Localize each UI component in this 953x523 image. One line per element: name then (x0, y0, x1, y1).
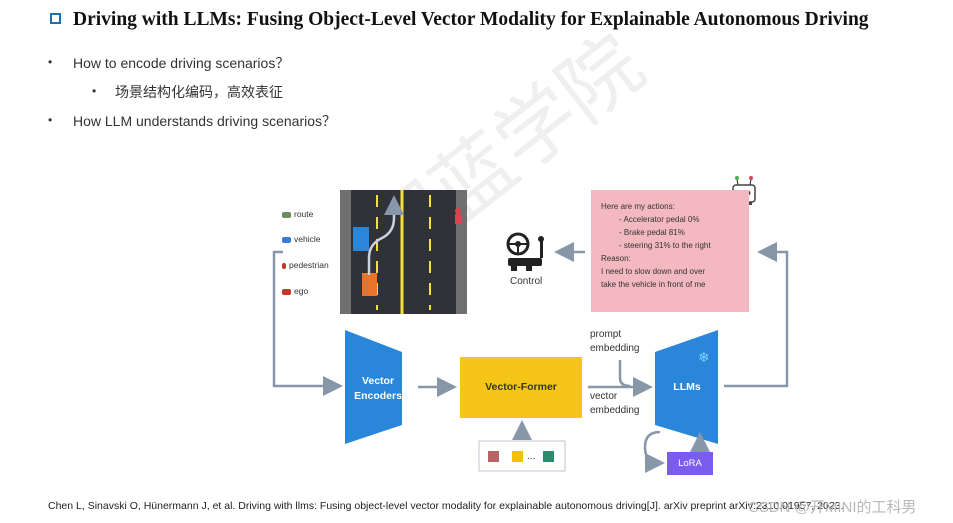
prompt-embedding-line1: prompt (590, 329, 622, 340)
llm-to-speech-arrow (724, 242, 789, 388)
bullet-3: How LLM understands driving scenarios？ (73, 113, 337, 129)
speech-line: - Accelerator pedal 0% (619, 215, 700, 224)
steering-wheel-icon (506, 232, 544, 271)
legend-route-label: route (294, 209, 314, 219)
title-bullet-icon (50, 13, 61, 24)
road-scene-image (340, 190, 467, 314)
token-3 (543, 451, 554, 462)
legend-vehicle-label: vehicle (294, 234, 321, 244)
legend-ego: ego (282, 286, 308, 296)
speech-line: I need to slow down and over (601, 267, 706, 276)
bullet-1: How to encode driving scenarios？ (73, 55, 290, 71)
pedestrian-icon (282, 262, 286, 269)
speech-line: Reason: (601, 254, 631, 263)
citation: Chen L, Sinavski O, Hünermann J, et al. … (48, 500, 844, 512)
vector-embedding-line1: vector (590, 391, 618, 402)
frozen-snowflake-icon: ❄ (698, 350, 710, 366)
car-icon (282, 211, 291, 218)
lora-block (667, 452, 713, 475)
car-icon (282, 236, 291, 243)
legend-vehicle: vehicle (282, 234, 320, 244)
vector-embedding-label: vector embedding (590, 390, 639, 418)
car-icon (282, 288, 291, 295)
legend-ego-label: ego (294, 286, 309, 296)
token-1 (488, 451, 499, 462)
vector-encoders-label: Vector Encoders (348, 374, 408, 404)
token-ellipsis: ... (527, 451, 536, 462)
bullet-2: 场景结构化编码，高效表征 (115, 84, 283, 100)
speech-line: - Brake pedal 81% (619, 228, 685, 237)
lora-label: LoRA (678, 458, 702, 469)
vector-encoders-label-line2: Encoders (354, 390, 402, 402)
speech-line: take the vehicle in front of me (601, 280, 706, 289)
bullet-dot-icon: • (48, 113, 53, 127)
slide-title: Driving with LLMs: Fusing Object-Level V… (73, 9, 869, 30)
vector-encoders-block (345, 330, 402, 444)
speech-line: Here are my actions: (601, 202, 675, 211)
legend-pedestrian-label: pedestrian (289, 260, 329, 270)
llm-output-bubble: Here are my actions: - Accelerator pedal… (591, 190, 749, 312)
vector-former-label: Vector-Former (485, 381, 557, 393)
ego-block (362, 273, 377, 296)
bullet-dot-icon: • (48, 55, 53, 69)
vehicle-block (353, 227, 369, 251)
legend-route: route (282, 209, 313, 219)
bullet-dot-icon: • (92, 84, 97, 98)
vector-embedding-line2: embedding (590, 405, 640, 416)
control-label: Control (510, 276, 543, 287)
llms-label: LLMs (673, 381, 701, 393)
vector-encoders-label-line1: Vector (361, 375, 395, 387)
csdn-watermark: CSDN @开MINI的工科男 (748, 499, 917, 516)
speech-line: - steering 31% to the right (619, 241, 711, 250)
prompt-arrow (618, 360, 631, 388)
llms-block (655, 330, 718, 444)
scene-to-encoder-arrow (272, 250, 343, 396)
llm-to-lora-arrow (643, 430, 665, 473)
vector-former-block (460, 357, 582, 418)
prompt-embedding-label: prompt embedding (590, 328, 639, 356)
token-2 (512, 451, 523, 462)
prompt-embedding-line2: embedding (590, 343, 640, 354)
legend-pedestrian: pedestrian (282, 260, 329, 270)
